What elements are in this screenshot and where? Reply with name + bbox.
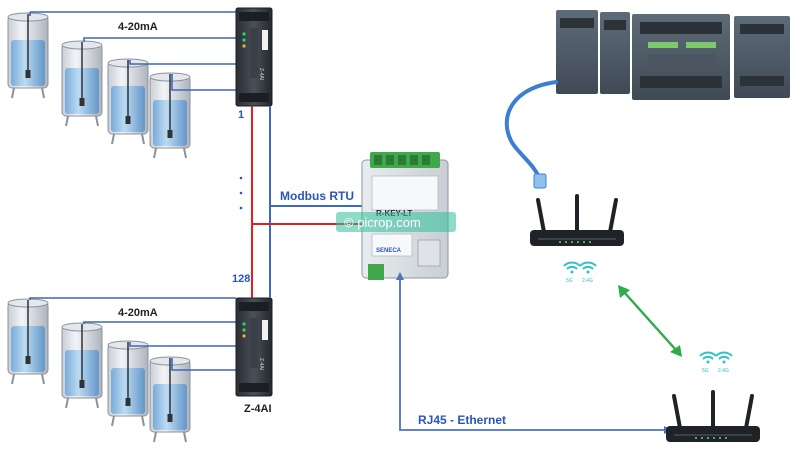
signal-label-bottom: 4-20mA	[118, 307, 158, 319]
analog-wires-bottom	[29, 297, 236, 371]
watermark-text: © picrop.com	[344, 215, 421, 230]
tank-icon	[61, 322, 103, 409]
module-index-last: 128	[232, 273, 250, 285]
gateway-brand-label: SENECA	[376, 248, 402, 254]
router-icon	[664, 390, 762, 444]
analog-wires-top	[29, 11, 236, 91]
tank-icon	[61, 40, 103, 127]
tank-icon	[7, 298, 49, 385]
din-module-icon	[235, 297, 273, 397]
signal-label-top: 4-20mA	[118, 21, 158, 33]
module-index-first: 1	[238, 109, 244, 121]
wifi-band-5g-label: 5G	[566, 278, 573, 284]
tank-group-bottom	[7, 298, 191, 443]
wifi-band-24g-label: 2.4G	[582, 278, 593, 284]
din-module-icon	[235, 7, 273, 107]
ethernet-link	[396, 272, 672, 434]
ethernet-label: RJ45 - Ethernet	[418, 413, 506, 427]
plc-icon	[556, 10, 790, 100]
wifi-icon	[563, 261, 597, 275]
watermark: © picrop.com	[336, 212, 456, 232]
tank-icon	[7, 12, 49, 99]
ethernet-cable-icon	[504, 80, 558, 189]
tank-icon	[107, 58, 149, 145]
wireless-link	[618, 285, 682, 357]
router-icon	[528, 194, 626, 248]
tank-icon	[107, 340, 149, 427]
module-model-label: Z-4AI	[244, 403, 272, 415]
wifi-band-5g-label: 5G	[702, 368, 709, 374]
continuation-dots	[239, 176, 243, 210]
wifi-band-24g-label: 2.4G	[718, 368, 729, 374]
tank-group-top	[7, 12, 191, 159]
wifi-icon	[699, 351, 733, 365]
tank-icon	[149, 72, 191, 159]
bus-label: Modbus RTU	[280, 189, 354, 203]
